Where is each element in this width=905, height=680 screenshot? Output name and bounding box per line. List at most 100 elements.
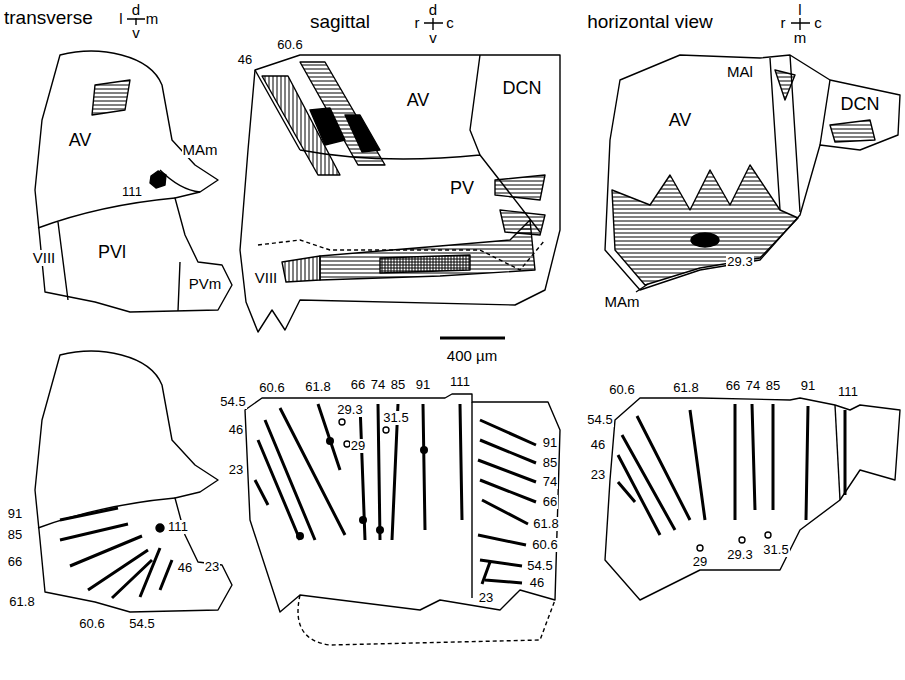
axis-letter: m xyxy=(793,30,808,46)
view-title: horizontal view xyxy=(586,12,714,32)
sagittal-outline xyxy=(240,55,560,332)
recording-depth: 29 xyxy=(692,555,708,569)
region-name: PVl xyxy=(97,243,127,262)
recording-depth: 91 xyxy=(800,379,816,393)
recording-depth: 85 xyxy=(7,528,23,542)
scale-label: 400 µm xyxy=(446,348,498,364)
injection-site xyxy=(310,108,380,152)
recording-depth: 111 xyxy=(449,375,471,389)
region-name: VIII xyxy=(32,250,57,266)
recording-depth: 85 xyxy=(390,378,406,392)
recording-depth: 61.8 xyxy=(672,381,699,395)
labelled-area xyxy=(830,120,875,142)
recording-depth: 66 xyxy=(7,555,23,569)
recording-depth: 46 xyxy=(529,576,545,590)
recording-depth: 91 xyxy=(542,436,558,450)
recording-depth: 61.8 xyxy=(532,517,559,531)
axis-letter: c xyxy=(813,15,823,31)
electrode-track xyxy=(255,404,462,540)
recording-depth: 54.5 xyxy=(128,617,155,631)
recording-depth: 29.3 xyxy=(726,548,753,562)
axis-letter: d xyxy=(428,2,438,18)
labelled-area xyxy=(320,220,535,280)
region-name: MAm xyxy=(604,294,641,310)
region-name: DCN xyxy=(840,95,881,114)
region-name: MAm xyxy=(182,142,219,158)
labelled-area xyxy=(92,80,130,115)
region-boundary xyxy=(770,55,830,212)
recording-depth: 29 xyxy=(350,439,366,453)
recording-depth: 54.5 xyxy=(586,413,613,427)
recording-depth: 29.3 xyxy=(726,255,753,269)
recording-depth: 31.5 xyxy=(382,411,409,425)
recording-site xyxy=(296,532,304,540)
view-title: transverse xyxy=(3,8,94,28)
marker-circle xyxy=(383,427,389,433)
scale-bar xyxy=(440,337,505,340)
recording-site xyxy=(359,516,367,524)
axis-letter: c xyxy=(445,15,455,31)
sagittal-outline xyxy=(245,394,560,612)
recording-depth: 85 xyxy=(765,379,781,393)
region-boundary xyxy=(38,498,175,528)
recording-depth: 23 xyxy=(228,463,244,477)
electrode-track xyxy=(60,508,172,598)
electrode-track xyxy=(618,404,845,535)
recording-depth: 85 xyxy=(542,456,558,470)
region-boundary xyxy=(255,55,540,232)
axis-letter: l xyxy=(797,2,802,18)
region-name: AV xyxy=(406,91,431,110)
recording-depth: 60.6 xyxy=(258,381,285,395)
marker-circle xyxy=(339,419,345,425)
recording-depth: 61.8 xyxy=(304,380,331,394)
region-boundary xyxy=(471,402,472,598)
axis-letter: v xyxy=(131,25,141,41)
transverse-outline xyxy=(35,51,232,312)
labelled-area xyxy=(300,62,385,165)
recording-depth: 54.5 xyxy=(219,395,246,409)
region-name: VIII xyxy=(254,270,279,286)
region-name: DCN xyxy=(502,79,543,98)
axis-letter: m xyxy=(145,11,160,27)
recording-depth: 54.5 xyxy=(526,559,553,573)
labelled-area xyxy=(282,256,320,282)
injection-site xyxy=(150,171,166,188)
recording-depth: 60.6 xyxy=(276,38,303,52)
recording-depth: 46 xyxy=(228,423,244,437)
recording-depth: 74 xyxy=(542,475,558,489)
labelled-area xyxy=(775,70,795,100)
recording-depth: 111 xyxy=(837,385,859,399)
axis-letter: r xyxy=(414,15,421,31)
marker-circle xyxy=(739,537,745,543)
recording-depth: 91 xyxy=(415,378,431,392)
region-name: MAl xyxy=(726,64,754,80)
region-boundary xyxy=(835,405,840,500)
horizontal-outline xyxy=(605,398,900,600)
recording-depth: 31.5 xyxy=(762,543,789,557)
recording-depth: 111 xyxy=(167,520,189,534)
labelled-area xyxy=(380,255,470,273)
recording-depth: 60.6 xyxy=(608,383,635,397)
marker-circle xyxy=(765,532,771,538)
recording-depth: 23 xyxy=(478,591,494,605)
axis-letter: d xyxy=(131,2,141,18)
recording-depth: 74 xyxy=(370,378,386,392)
region-boundary xyxy=(38,170,200,311)
labelled-area xyxy=(495,175,545,235)
recording-depth: 46 xyxy=(237,53,253,67)
horizontal-outline xyxy=(605,55,900,290)
region-name: AV xyxy=(668,111,693,130)
leader-line xyxy=(636,284,648,292)
axis-letter: r xyxy=(780,15,787,31)
recording-depth: 46 xyxy=(590,438,606,452)
recording-depth: 111 xyxy=(121,185,143,199)
recording-site xyxy=(326,437,334,445)
labelled-area xyxy=(612,165,798,285)
recording-depth: 66 xyxy=(725,379,741,393)
view-title: sagittal xyxy=(309,12,371,32)
recording-depth: 60.6 xyxy=(531,538,558,552)
recording-site xyxy=(156,524,164,532)
recording-depth: 66 xyxy=(542,495,558,509)
